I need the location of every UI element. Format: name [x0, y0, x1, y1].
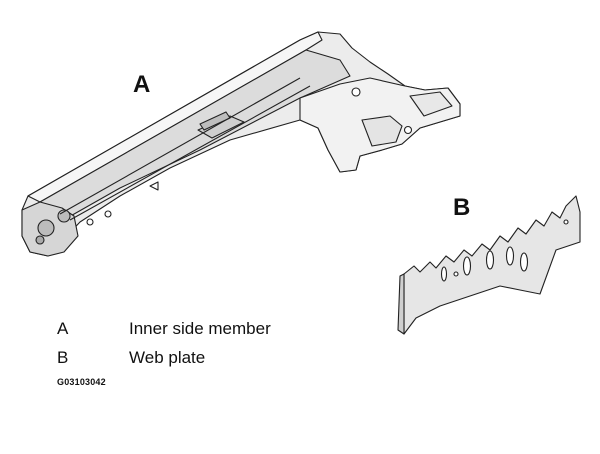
legend-text: Inner side member	[129, 319, 271, 338]
legend-key: A	[57, 319, 69, 338]
callout-label-b: B	[453, 194, 471, 221]
inner-side-member-drawing	[21, 31, 461, 257]
legend-text: Web plate	[129, 348, 206, 367]
figure-code: G03103042	[57, 377, 106, 387]
legend-row-b: B Web plate	[57, 349, 357, 369]
legend-key: B	[57, 348, 69, 367]
legend-row-a: A Inner side member	[57, 320, 357, 340]
callout-label-a: A	[133, 71, 151, 98]
web-plate-drawing	[397, 195, 581, 335]
